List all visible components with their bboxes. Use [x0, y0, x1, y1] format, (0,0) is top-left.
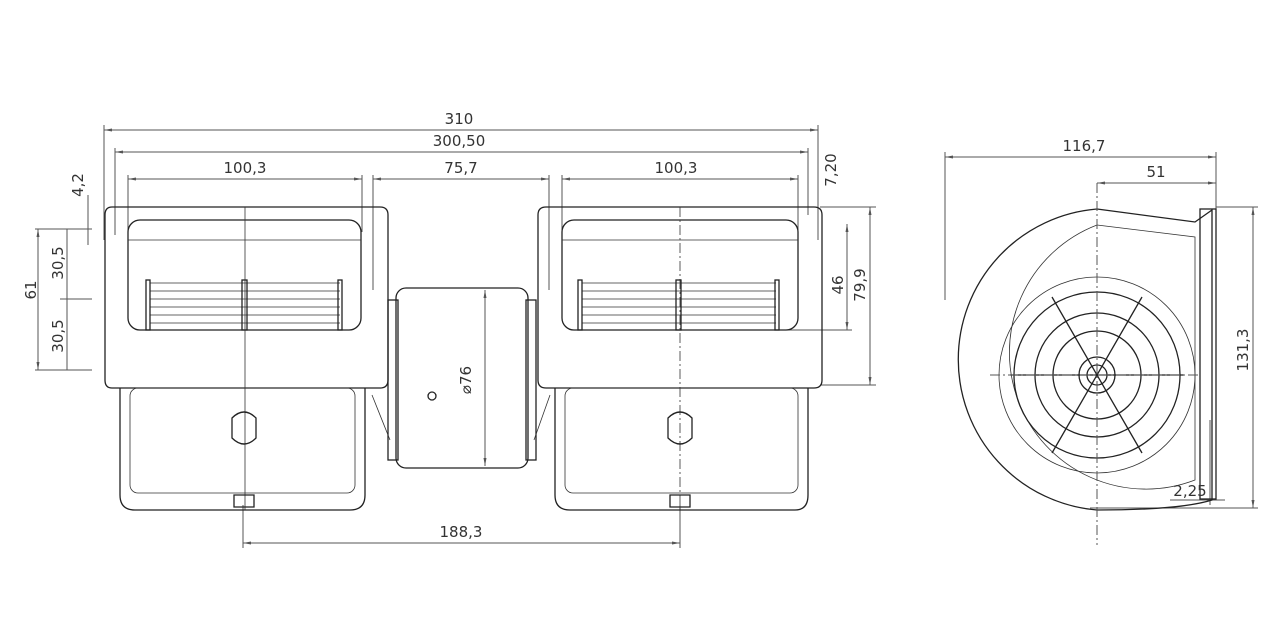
dim-flange-width: 300,50: [433, 132, 486, 150]
dim-axis-offset: 51: [1146, 163, 1165, 181]
right-blower: [537, 206, 823, 511]
dim-housing-height: 79,9: [851, 268, 869, 301]
dim-upper-half: 30,5: [49, 246, 67, 279]
dim-flange-thickness: 2,25: [1173, 482, 1206, 500]
dim-motor-diameter: ⌀76: [457, 366, 475, 394]
dimension-lines: [35, 125, 876, 548]
front-view: 310 300,50 100,3 75,7 100,3 7,20 4,2 30,…: [22, 110, 876, 548]
dim-slot-span: 61: [22, 280, 40, 299]
dim-inlet-height: 46: [829, 275, 847, 294]
dim-side-overall-height: 131,3: [1234, 329, 1252, 372]
dim-overall-width: 310: [445, 110, 474, 128]
dim-slot-height: 4,2: [69, 173, 87, 197]
dim-flange-offset: 7,20: [822, 153, 840, 186]
dim-side-overall-width: 116,7: [1063, 137, 1106, 155]
dim-motor-gap: 75,7: [444, 159, 477, 177]
dim-left-inlet-width: 100,3: [224, 159, 267, 177]
left-blower: [104, 206, 389, 511]
dimension-lines: [944, 152, 1258, 509]
motor: [371, 287, 551, 469]
dim-mount-spacing: 188,3: [440, 523, 483, 541]
side-view: 116,7 51 131,3 2,25: [944, 137, 1258, 545]
dim-lower-half: 30,5: [49, 319, 67, 352]
blower-housing: [957, 183, 1217, 545]
dim-right-inlet-width: 100,3: [655, 159, 698, 177]
